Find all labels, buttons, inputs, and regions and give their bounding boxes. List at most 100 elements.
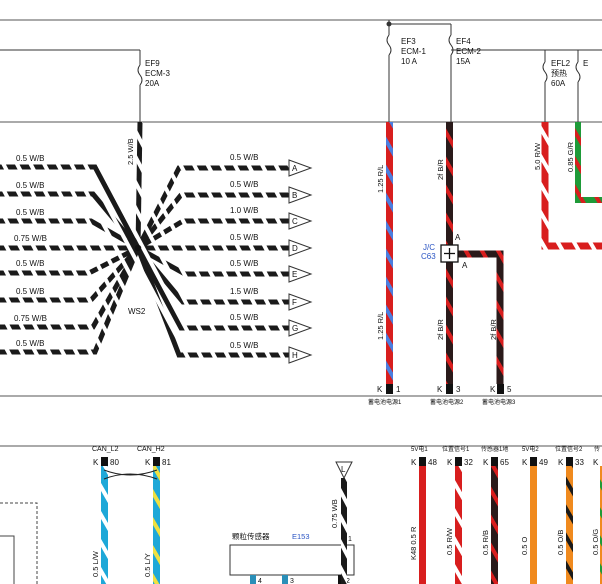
right-fan-wire-3 — [136, 218, 289, 251]
connector-pin-c: C — [292, 217, 298, 226]
sensor-wire-4-label: 0.5 O — [520, 536, 529, 555]
sensor-header: 5V电1 位置信号1 传感器1地 5V电2 位置信号2 传 — [411, 445, 600, 453]
power-wire-5 — [575, 122, 602, 203]
left-fan-wire-1 — [0, 164, 141, 250]
sensor-wire-3 — [491, 466, 498, 584]
power-wire-4 — [541, 122, 602, 250]
reference-symbol-triangle — [335, 461, 353, 480]
junction-pin-top: A — [455, 233, 461, 242]
connector-pin-a-shape — [288, 159, 313, 177]
battery-pin-5-num: 5 — [507, 385, 512, 394]
sensor-pin-32-num: 32 — [464, 458, 473, 467]
junction-name: J/C — [423, 243, 435, 252]
sensor-pin-33-conn: K — [558, 458, 564, 467]
reference-wire-label: 0.75 WB — [330, 499, 339, 528]
left-wire-label-7: 0.75 W/B — [14, 314, 47, 323]
power-wire-2-label-bottom: 2f B/R — [436, 319, 445, 340]
fuse-ef4-name: ECM-2 — [456, 47, 481, 56]
can-l-pin — [101, 457, 108, 466]
can-h-label: CAN_H2 — [137, 446, 165, 453]
sensor-pin-x-conn: K — [593, 458, 599, 467]
connector-pin-g-shape — [288, 319, 313, 337]
splice-fan-wires — [0, 164, 289, 358]
power-wire-3 — [449, 250, 504, 384]
battery-pin-1-conn: K — [377, 385, 383, 394]
fuse-ef9-name: ECM-3 — [145, 69, 170, 78]
sensor-header-3: 传感器1地 — [481, 445, 508, 453]
battery-pins: K 1 蓄电池电源1 K 3 蓄电池电源2 K 5 蓄电池电源3 — [368, 384, 516, 406]
left-wire-label-5: 0.5 W/B — [16, 259, 44, 268]
right-wire-label-c: 1.0 W/B — [230, 206, 258, 215]
right-wire-label-g: 0.5 W/B — [230, 313, 258, 322]
splice-node — [134, 244, 142, 252]
sensor-pins: K 48 K 32 K 65 K 49 K 33 K — [411, 457, 599, 467]
power-wire-1 — [386, 122, 393, 384]
sensor-wire-5 — [566, 466, 573, 584]
power-wire-5-label: 0.85 G/R — [566, 141, 575, 172]
left-fan-wire-5 — [0, 245, 140, 276]
sensor-wire-6 — [600, 466, 602, 584]
fuse-ef3-id: EF3 — [401, 37, 416, 46]
reference-symbol-letter: L — [341, 465, 346, 474]
fuse-efl2: EFL2 预热 60A — [551, 59, 571, 88]
battery-pin-3-label: 蓄电池电源2 — [430, 398, 464, 406]
power-wire-2-label-top: 2f B/R — [436, 159, 445, 180]
right-wire-label-b: 0.5 W/B — [230, 180, 258, 189]
right-fan-wire-1 — [135, 165, 289, 250]
power-wire-3-label: 2f B/R — [489, 319, 498, 340]
connector-pin-e: E — [292, 270, 297, 279]
sensor-pin-32-conn: K — [447, 458, 453, 467]
left-wire-label-8: 0.5 W/B — [16, 339, 44, 348]
sensor-header-1: 5V电1 — [411, 445, 428, 453]
battery-pin-3-num: 3 — [456, 385, 461, 394]
power-wire-4-label: 5.0 R/W — [533, 142, 542, 170]
left-wire-labels: 0.5 W/B 0.5 W/B 0.5 W/B 0.75 W/B 0.5 W/B… — [14, 154, 47, 348]
fuse-bus — [0, 20, 602, 122]
connector-pin-g: G — [292, 324, 298, 333]
sensor-pin-right: 1 — [348, 536, 352, 543]
can-l-label: CAN_L2 — [92, 446, 119, 453]
left-fan-wire-8 — [0, 247, 141, 355]
battery-pin-5-label: 蓄电池电源3 — [482, 398, 516, 406]
sensor-pin-33-num: 33 — [575, 458, 584, 467]
right-wire-label-e: 0.5 W/B — [230, 259, 258, 268]
fuse-efl2-name: 预热 — [551, 68, 567, 78]
connector-pin-d-shape — [288, 239, 313, 257]
left-wire-label-3: 0.5 W/B — [16, 208, 44, 217]
right-fan-wire-5 — [136, 245, 289, 277]
connector-pins — [288, 159, 313, 364]
power-wire-1-label-top: 1.25 R/L — [376, 165, 385, 193]
sensor-wire-4 — [530, 466, 537, 584]
sensor-pin-49-num: 49 — [539, 458, 548, 467]
left-fan-wire-3 — [0, 218, 140, 251]
connector-pin-f-shape — [288, 293, 313, 311]
right-fan-wire-6 — [136, 246, 289, 305]
left-fan-wire-6 — [0, 246, 140, 303]
fuse-ef4-rating: 15A — [456, 57, 471, 66]
sensor-header-6: 传 — [594, 445, 600, 453]
fuse-efl2-rating: 60A — [551, 79, 566, 88]
splice-feed-wire — [135, 121, 143, 249]
left-fan-wire-7 — [0, 246, 141, 330]
fuse-symbols — [137, 34, 581, 86]
can-twist-marker — [103, 469, 158, 480]
reference-wire — [341, 478, 347, 584]
battery-pin-5-conn: K — [490, 385, 496, 394]
connector-pin-f: F — [292, 298, 297, 307]
sensor-pin-49-conn: K — [522, 458, 528, 467]
sensor-wire-1 — [419, 466, 426, 584]
right-fan-wire-8 — [135, 247, 289, 358]
sensor-pin-48-conn: K — [411, 458, 417, 467]
splice-feed-label: 2.5 W/B — [126, 138, 135, 165]
fuse-ef3: EF3 ECM-1 10 A — [401, 37, 426, 66]
fuse-ef3-name: ECM-1 — [401, 47, 426, 56]
can-l-wire — [101, 466, 108, 584]
battery-pin-1-num: 1 — [396, 385, 401, 394]
left-wire-label-2: 0.5 W/B — [16, 181, 44, 190]
battery-pin-1-label: 蓄电池电源1 — [368, 398, 402, 406]
can-l-wire-label: 0.5 L/W — [91, 550, 100, 577]
sensor-wire-6-label: 0.5 O/G — [591, 529, 600, 555]
right-wire-label-a: 0.5 W/B — [230, 153, 258, 162]
connector-pin-letters: A B C D E F G H — [292, 164, 298, 360]
